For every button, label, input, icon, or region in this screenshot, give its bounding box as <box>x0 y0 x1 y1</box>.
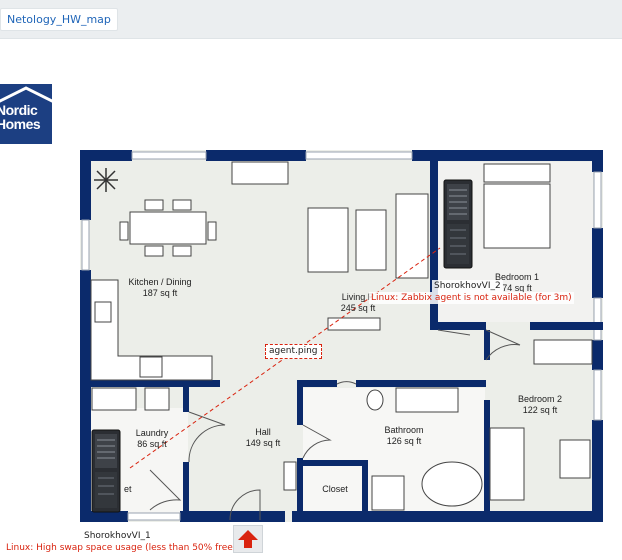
host-shorokhovvi-2[interactable] <box>442 178 474 270</box>
room-hall-name: Hall <box>255 427 271 437</box>
interior-walls <box>90 150 603 517</box>
room-hall-area: 149 sq ft <box>245 438 281 448</box>
navigate-up-button[interactable] <box>233 525 263 553</box>
roof-icon <box>0 86 52 103</box>
logo-text: Nordic Homes <box>0 102 41 132</box>
room-closet: Closet <box>314 484 356 495</box>
room-bedroom1-area: 74 sq ft <box>502 283 532 293</box>
map-header: Netology_HW_map <box>0 0 622 39</box>
host-1-problem[interactable]: Linux: High swap space usage (less than … <box>4 542 239 554</box>
room-living: Living R 245 sq ft <box>328 292 388 314</box>
room-kitchen-area: 187 sq ft <box>142 288 178 298</box>
room-bedroom1: Bedroom 1 74 sq ft <box>484 272 550 294</box>
room-hall: Hall 149 sq ft <box>236 427 290 449</box>
room-laundry-name: Laundry <box>135 428 169 438</box>
room-closet-partial: et <box>124 484 140 495</box>
room-bathroom: Bathroom 126 sq ft <box>372 425 436 447</box>
room-bedroom1-name: Bedroom 1 <box>494 272 540 282</box>
map-tab[interactable]: Netology_HW_map <box>0 8 118 31</box>
kitchen-furniture <box>90 161 289 381</box>
server-icon <box>91 429 121 513</box>
host-shorokhovvi-1[interactable] <box>90 428 122 514</box>
bedroom-furniture <box>483 163 593 501</box>
host-1-name: ShorokhovVI_1 <box>82 530 153 542</box>
room-laundry: Laundry 86 sq ft <box>124 428 180 450</box>
living-furniture <box>307 193 429 331</box>
room-laundry-area: 86 sq ft <box>137 439 167 449</box>
server-icon <box>443 179 473 269</box>
outer-walls <box>80 150 603 522</box>
room-bedroom2-area: 122 sq ft <box>522 405 558 415</box>
room-bathroom-area: 126 sq ft <box>386 436 422 446</box>
room-bedroom2-name: Bedroom 2 <box>517 394 563 404</box>
bathroom-fixtures <box>283 387 483 511</box>
windows <box>81 151 602 521</box>
room-living-name: Living R <box>341 292 375 302</box>
room-bathroom-name: Bathroom <box>384 425 424 435</box>
room-closet-partial-name: et <box>124 484 132 494</box>
laundry-appliances <box>91 387 170 411</box>
room-kitchen-name: Kitchen / Dining <box>128 277 192 287</box>
room-kitchen: Kitchen / Dining 187 sq ft <box>118 277 202 299</box>
room-living-area: 245 sq ft <box>340 303 376 313</box>
plant-icon <box>94 168 118 192</box>
nordic-homes-logo: Nordic Homes <box>0 84 52 144</box>
room-closet-name: Closet <box>322 484 348 494</box>
arrow-up-icon <box>238 530 258 548</box>
host-2-problem[interactable]: Linux: Zabbix agent is not available (fo… <box>369 292 574 304</box>
door-swings <box>149 329 521 521</box>
link-label[interactable]: agent.ping <box>265 344 322 359</box>
host-2-name: ShorokhovVI_2 <box>432 280 503 292</box>
room-bedroom2: Bedroom 2 122 sq ft <box>506 394 574 416</box>
